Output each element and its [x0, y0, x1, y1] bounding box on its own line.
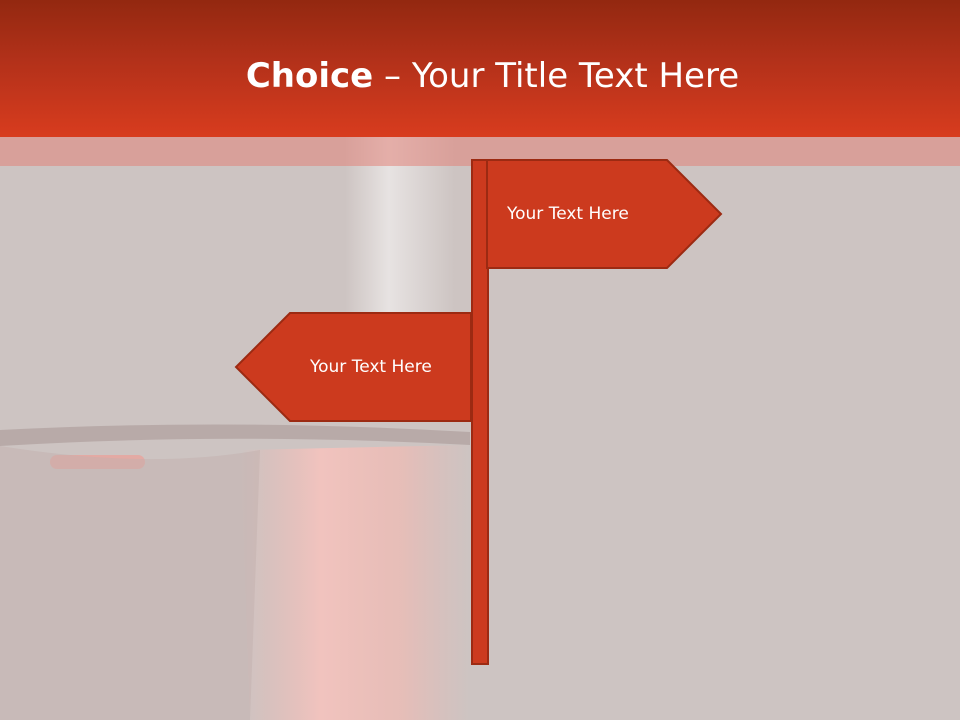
sign-right-arrow[interactable]	[486, 159, 723, 269]
title-bar	[0, 0, 960, 137]
sign-right-label: Your Text Here	[507, 204, 629, 224]
sign-left-label: Your Text Here	[310, 357, 432, 377]
title-separator: –	[373, 56, 412, 96]
slide-title: Choice – Your Title Text Here	[0, 52, 960, 100]
sign-left-arrow[interactable]	[234, 312, 472, 422]
title-bold: Choice	[245, 56, 374, 96]
signpost-pole	[471, 159, 489, 665]
title-rest: Your Title Text Here	[411, 56, 740, 96]
